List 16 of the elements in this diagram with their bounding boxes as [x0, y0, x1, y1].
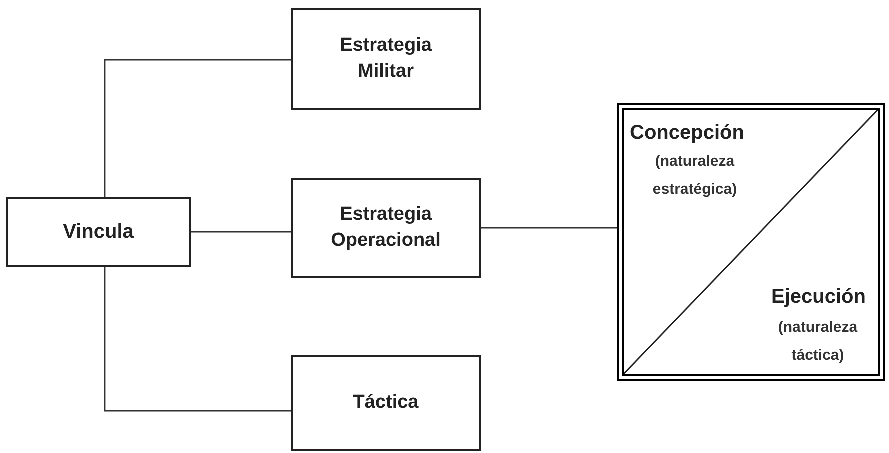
- box-label: Estrategia Militar: [339, 34, 433, 84]
- process-box: [291, 8, 481, 110]
- heading-text: Ejecución: [772, 285, 866, 310]
- connector-line: [481, 227, 617, 229]
- heading-text: Concepción: [630, 121, 744, 146]
- body-text: (naturaleza táctica): [777, 318, 859, 366]
- body-text: (naturaleza estratégica): [652, 152, 738, 200]
- process-box: [291, 355, 481, 451]
- process-box: [6, 197, 191, 267]
- connector-line: [191, 231, 291, 233]
- connector-line: [104, 59, 291, 197]
- box-label: Vincula: [62, 220, 135, 245]
- box-label: Táctica: [352, 391, 420, 415]
- process-box: [291, 178, 481, 278]
- connector-line: [104, 267, 291, 412]
- box-label: Estrategia Operacional: [330, 203, 442, 253]
